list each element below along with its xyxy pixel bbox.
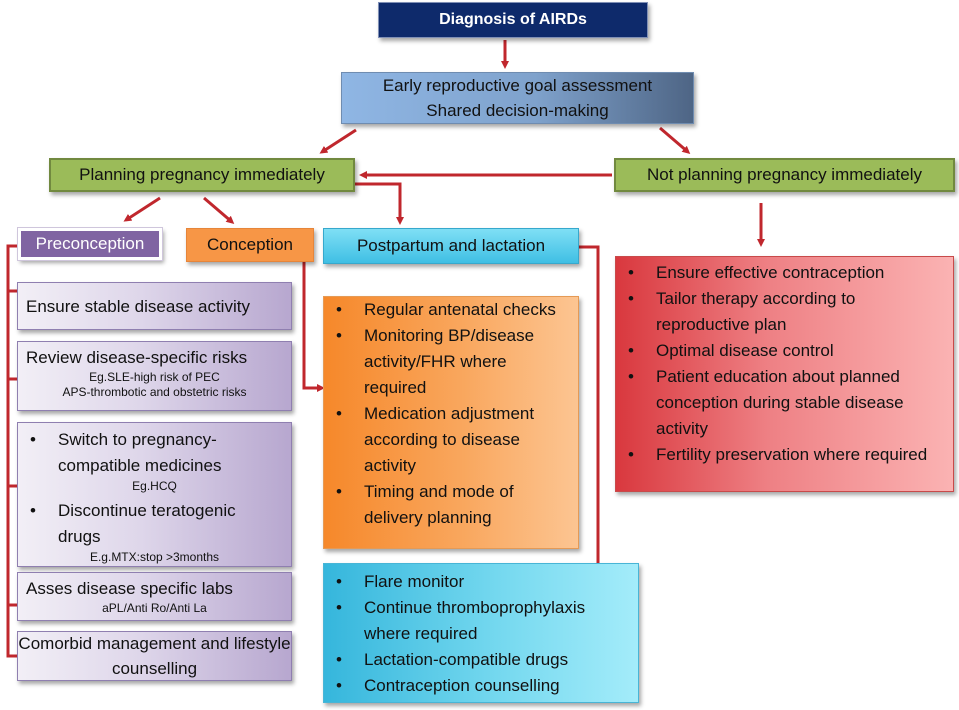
not-planning-item-1: Ensure effective contraception [616,260,943,286]
arrow-goal-to-planning [319,128,357,154]
planning-pregnancy-box: Planning pregnancy immediately [49,158,355,192]
goal-line-1: Early reproductive goal assessment [382,76,653,95]
not-planning-pregnancy-box: Not planning pregnancy immediately [614,158,955,192]
switch-medicines-item: Switch to pregnancy-compatible medicines [18,427,291,479]
conception-item-1: Regular antenatal checks [324,297,570,323]
comorbid-box: Comorbid management and lifestyle counse… [17,631,292,681]
switch-medicines-note: Eg.HCQ [132,479,177,493]
arrow-conception-to-list [302,262,325,392]
conception-item-2: Monitoring BP/disease activity/FHR where… [324,323,570,401]
goal-assessment-box: Early reproductive goal assessment Share… [341,72,694,124]
discontinue-teratogenic-note: E.g.MTX:stop >3months [89,550,220,564]
arrow-goal-to-notplanning [659,126,691,154]
postpartum-label: Postpartum and lactation [323,228,579,264]
disease-risks-note-1: Eg.SLE-high risk of PEC [89,370,220,384]
postpartum-item-1: Flare monitor [324,569,632,595]
comorbid-text: Comorbid management and lifestyle counse… [18,634,291,678]
arrow-planning-to-preconception [123,196,161,222]
not-planning-item-2: Tailor therapy according to reproductive… [616,286,943,338]
not-planning-list-box: Ensure effective contraception Tailor th… [615,256,954,492]
postpartum-item-3: Lactation-compatible drugs [324,647,632,673]
conception-label: Conception [186,228,314,262]
not-planning-item-5: Fertility preservation where required [616,442,943,468]
preconception-label: Preconception [17,227,163,261]
disease-risks-box: Review disease-specific risks Eg.SLE-hig… [17,341,292,411]
arrow-postpartum-to-list [579,245,602,573]
disease-labs-note: aPL/Anti Ro/Anti La [102,601,207,615]
discontinue-teratogenic-item: Discontinue teratogenic drugs [18,498,291,550]
disease-risks-note-2: APS-thrombotic and obstetric risks [62,385,247,399]
postpartum-item-4: Contraception counselling [324,673,632,699]
disease-labs-title: Asses disease specific labs [26,579,233,598]
postpartum-list-box: Flare monitor Continue thromboprophylaxi… [323,563,639,703]
diagnosis-title: Diagnosis of AIRDs [378,2,648,38]
medicines-box: Switch to pregnancy-compatible medicines… [17,422,292,567]
not-planning-item-4: Patient education about planned concepti… [616,364,943,442]
disease-risks-title: Review disease-specific risks [26,348,248,367]
stable-disease-box: Ensure stable disease activity [17,282,292,330]
conception-item-3: Medication adjustment according to disea… [324,401,570,479]
arrow-planning-to-postpartum [352,182,404,225]
conception-list-box: Regular antenatal checks Monitoring BP/d… [323,296,579,549]
not-planning-item-3: Optimal disease control [616,338,943,364]
goal-line-2: Shared decision-making [426,101,609,120]
stable-disease-text: Ensure stable disease activity [26,296,250,316]
conception-item-4: Timing and mode of delivery planning [324,479,570,531]
disease-labs-box: Asses disease specific labs aPL/Anti Ro/… [17,572,292,621]
postpartum-item-2: Continue thromboprophylaxis where requir… [324,595,632,647]
arrow-planning-to-conception [203,196,235,224]
